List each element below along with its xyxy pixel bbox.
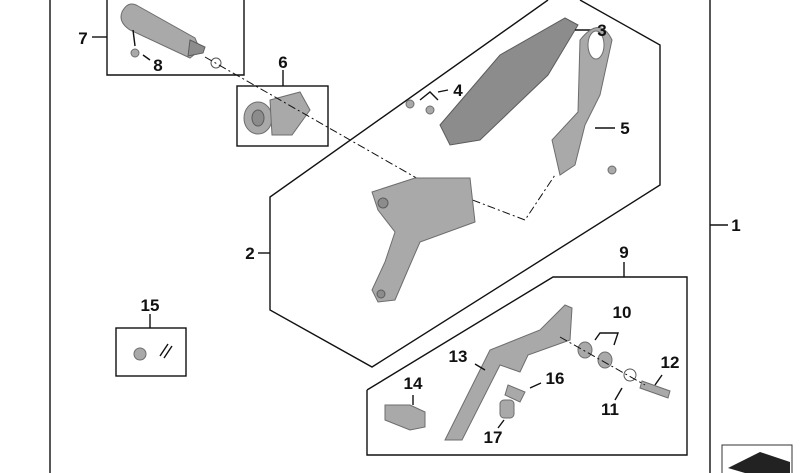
pins-part-15	[159, 343, 173, 359]
spring-part-16	[504, 384, 526, 403]
heel-plate-part-3	[439, 17, 579, 146]
leader-4b	[437, 89, 449, 93]
circlip-part-11	[623, 368, 637, 382]
screw-part-8	[130, 48, 140, 58]
leader-8b	[142, 54, 151, 61]
group-box-15	[115, 327, 187, 377]
callout-3: 3	[597, 21, 606, 40]
callout-7: 7	[78, 29, 87, 48]
callout-6: 6	[278, 53, 287, 72]
callout-13: 13	[449, 347, 468, 366]
pivot-part-6	[243, 91, 311, 136]
brake-lever-part-13	[444, 304, 573, 441]
bearing-part-10a	[577, 341, 593, 359]
callout-15: 15	[141, 296, 160, 315]
callout-4: 4	[453, 81, 463, 100]
screw-part-4a	[405, 99, 415, 109]
callout-12: 12	[661, 353, 680, 372]
group-box-2	[269, 0, 661, 368]
leader-17	[497, 419, 505, 429]
axis-line	[204, 56, 556, 221]
peg-part-14	[384, 404, 426, 431]
footpeg-part	[120, 3, 206, 59]
leader-12	[654, 374, 663, 386]
leader-10	[594, 332, 619, 346]
screw-part-5	[607, 165, 617, 175]
bolt-part-12	[639, 380, 671, 399]
leader-11	[614, 387, 623, 401]
callout-2: 2	[245, 244, 254, 263]
bearing-part-10b	[597, 351, 613, 369]
callout-1: 1	[731, 216, 740, 235]
orientation-icon	[728, 452, 790, 473]
callout-16: 16	[546, 369, 565, 388]
leader-16	[529, 382, 542, 389]
guard-part-5	[551, 27, 613, 176]
leader-13	[474, 363, 486, 371]
callout-17: 17	[484, 428, 503, 447]
group-box-9	[366, 276, 688, 456]
callout-14: 14	[404, 374, 423, 393]
sleeve-part-17	[499, 399, 515, 419]
callout-9: 9	[619, 243, 628, 262]
callout-10: 10	[613, 303, 632, 322]
callout-8: 8	[153, 56, 162, 75]
callout-11: 11	[601, 400, 619, 419]
callout-5: 5	[620, 119, 629, 138]
leader-4	[419, 91, 439, 101]
leader-8a	[132, 29, 136, 47]
bracket-part-2	[371, 177, 476, 303]
circlip-part	[210, 57, 222, 69]
screw-part-4b	[425, 105, 435, 115]
bushing-part-15	[133, 347, 147, 361]
axis-line-9	[559, 336, 646, 386]
